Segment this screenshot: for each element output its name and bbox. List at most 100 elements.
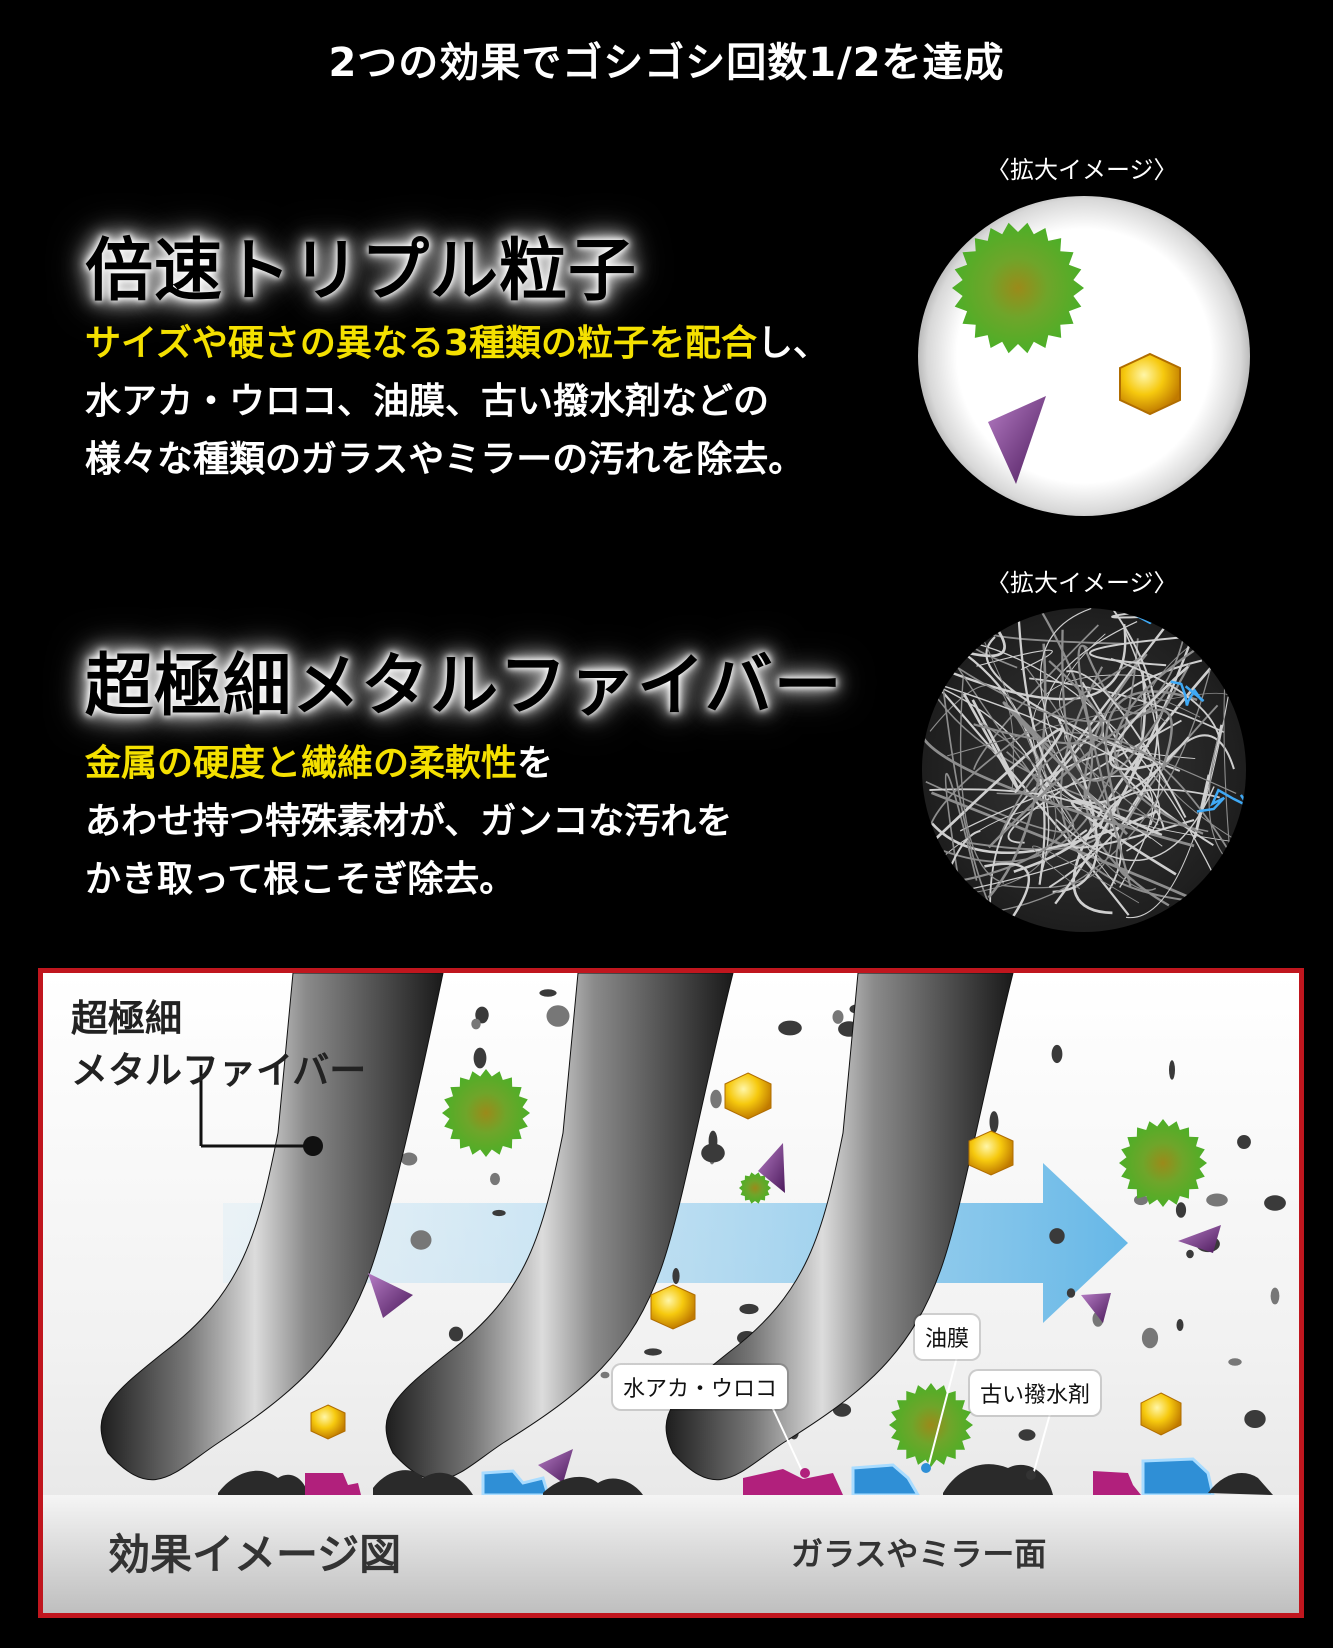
yellow-hexagon-particle-icon	[1140, 1392, 1182, 1436]
section2-heading: 超極細メタルファイバー	[85, 647, 843, 726]
fiber-strand	[1223, 649, 1238, 922]
fiber-strand	[1081, 681, 1165, 831]
fiber-strand	[944, 773, 978, 899]
purple-triangle-particle-icon	[1081, 1293, 1111, 1323]
particle-magnified-image	[918, 196, 1250, 516]
dirt-particle	[400, 1152, 418, 1166]
fiber-strand	[943, 638, 1139, 863]
dirt-particle	[989, 1111, 999, 1133]
fiber-strand	[1125, 696, 1229, 919]
dirt-particle	[1049, 1228, 1065, 1244]
fiber-strand	[1070, 819, 1195, 849]
section2-line2: あわせ持つ特殊素材が、ガンコな汚れを	[85, 801, 733, 842]
dirt-particle	[1169, 1060, 1175, 1080]
dirt-particle	[600, 1371, 610, 1379]
dirt-particle	[1018, 1429, 1036, 1441]
section1-highlight: サイズや硬さの異なる3種類の粒子を配合	[85, 323, 757, 364]
fiber-strand	[959, 677, 1005, 884]
fiber-strand	[1002, 701, 1129, 836]
fiber-strand	[1108, 665, 1189, 771]
fiber-strand	[1017, 613, 1190, 804]
yellow-hexagon-particle-icon	[968, 1130, 1014, 1176]
dirt-particle	[778, 1020, 802, 1036]
callout-oil-film: 油膜	[915, 1315, 980, 1359]
section2-highlight: 金属の硬度と繊維の柔軟性	[85, 743, 518, 784]
callout-water-scale: 水アカ・ウロコ	[613, 1365, 788, 1409]
fiber-strand	[938, 625, 1006, 658]
fiber-highlight	[1131, 608, 1167, 625]
fiber-strand	[973, 716, 1057, 894]
dirt-particle	[1175, 1202, 1187, 1218]
dirt-particle	[701, 1143, 725, 1163]
section1-line2: 水アカ・ウロコ、油膜、古い撥水剤などの	[85, 381, 770, 422]
dirt-layer	[218, 1457, 1273, 1498]
fiber-strand	[1070, 799, 1177, 876]
fiber-highlight	[1233, 656, 1246, 672]
fiber-strand	[987, 708, 1173, 849]
green-particle-icon	[1119, 1119, 1207, 1207]
fiber-strand	[935, 628, 1187, 723]
fiber-highlight	[1170, 680, 1205, 706]
dirt-particle	[1244, 1410, 1266, 1428]
fiber-strand	[959, 775, 1154, 888]
glass-surface-label: ガラスやミラー面	[791, 1535, 1047, 1573]
fiber-label-line2: メタルファイバー	[71, 1049, 367, 1092]
dirt-particle	[1264, 1195, 1286, 1211]
dirt-particle	[490, 1172, 500, 1186]
dirt-particle	[471, 1018, 481, 1030]
fiber-highlight	[1244, 801, 1246, 827]
fiber-strand	[999, 736, 1233, 857]
fiber-highlight	[1226, 919, 1239, 932]
fiber-strand	[987, 643, 1047, 899]
fiber-strand	[1043, 621, 1152, 839]
fiber-strand	[1061, 629, 1191, 782]
fiber-strand	[1066, 670, 1187, 818]
fiber-strand	[1055, 786, 1215, 862]
metal-fiber-2	[385, 973, 734, 1481]
purple-triangle-particle-icon	[538, 1449, 573, 1483]
diagram-caption: 効果イメージ図	[108, 1530, 402, 1579]
fiber-strand	[1059, 666, 1226, 905]
fiber-strand	[954, 645, 1046, 885]
fiber-magnified-image	[922, 608, 1246, 932]
dirt-particle	[475, 1006, 489, 1024]
green-particle-icon	[952, 222, 1084, 354]
dirt-particle	[1186, 1249, 1194, 1259]
section2-image-label: 〈拡大イメージ〉	[986, 569, 1178, 597]
metal-fiber-1	[100, 973, 444, 1481]
section2-description: 金属の硬度と繊維の柔軟性を あわせ持つ特殊素材が、ガンコな汚れを かき取って根こ…	[85, 735, 935, 909]
purple-triangle-particle-icon	[988, 396, 1046, 484]
fiber-strand	[942, 644, 1157, 891]
fiber-strand	[947, 692, 1232, 757]
fiber-strand	[976, 649, 1053, 671]
page-title: 2つの効果でゴシゴシ回数1/2を達成	[328, 40, 1005, 86]
callout-old-repellent: 古い撥水剤	[970, 1371, 1101, 1415]
fiber-label: 超極細 メタルファイバー	[71, 993, 366, 1097]
green-particle-icon	[442, 1069, 530, 1157]
yellow-hexagon-particle-icon	[1119, 352, 1181, 416]
dirt-particle	[1228, 1358, 1242, 1366]
fiber-strand	[1140, 694, 1201, 724]
dirt-particle	[410, 1230, 432, 1250]
section1-line1-rest: し、	[756, 323, 829, 364]
dirt-particle	[448, 1326, 464, 1342]
fiber-strand	[973, 624, 1099, 770]
effect-diagram: 超極細 メタルファイバー 油膜 水アカ・ウロコ 古い撥水剤 効果イメージ図 ガラ…	[38, 968, 1304, 1618]
fiber-strand	[989, 745, 1149, 926]
fiber-strand	[941, 691, 1130, 916]
fiber-strand	[1140, 623, 1239, 842]
fiber-strand	[1032, 845, 1140, 904]
green-particle-icon	[739, 1172, 771, 1204]
green-particle-icon	[889, 1383, 973, 1467]
fiber-strand	[936, 682, 1161, 852]
fiber-strand	[944, 623, 1127, 701]
section1-heading: 倍速トリプル粒子	[85, 232, 638, 311]
dirt-particle	[1176, 1319, 1184, 1331]
dirt-particle	[710, 1089, 722, 1109]
yellow-hexagon-particle-icon	[724, 1072, 772, 1120]
section1-line3: 様々な種類のガラスやミラーの汚れを除去。	[85, 439, 805, 480]
fiber-strand	[1089, 634, 1206, 667]
purple-triangle-particle-icon	[368, 1273, 413, 1318]
section2-line1-rest: を	[517, 743, 554, 784]
fiber-strand	[922, 736, 1195, 848]
